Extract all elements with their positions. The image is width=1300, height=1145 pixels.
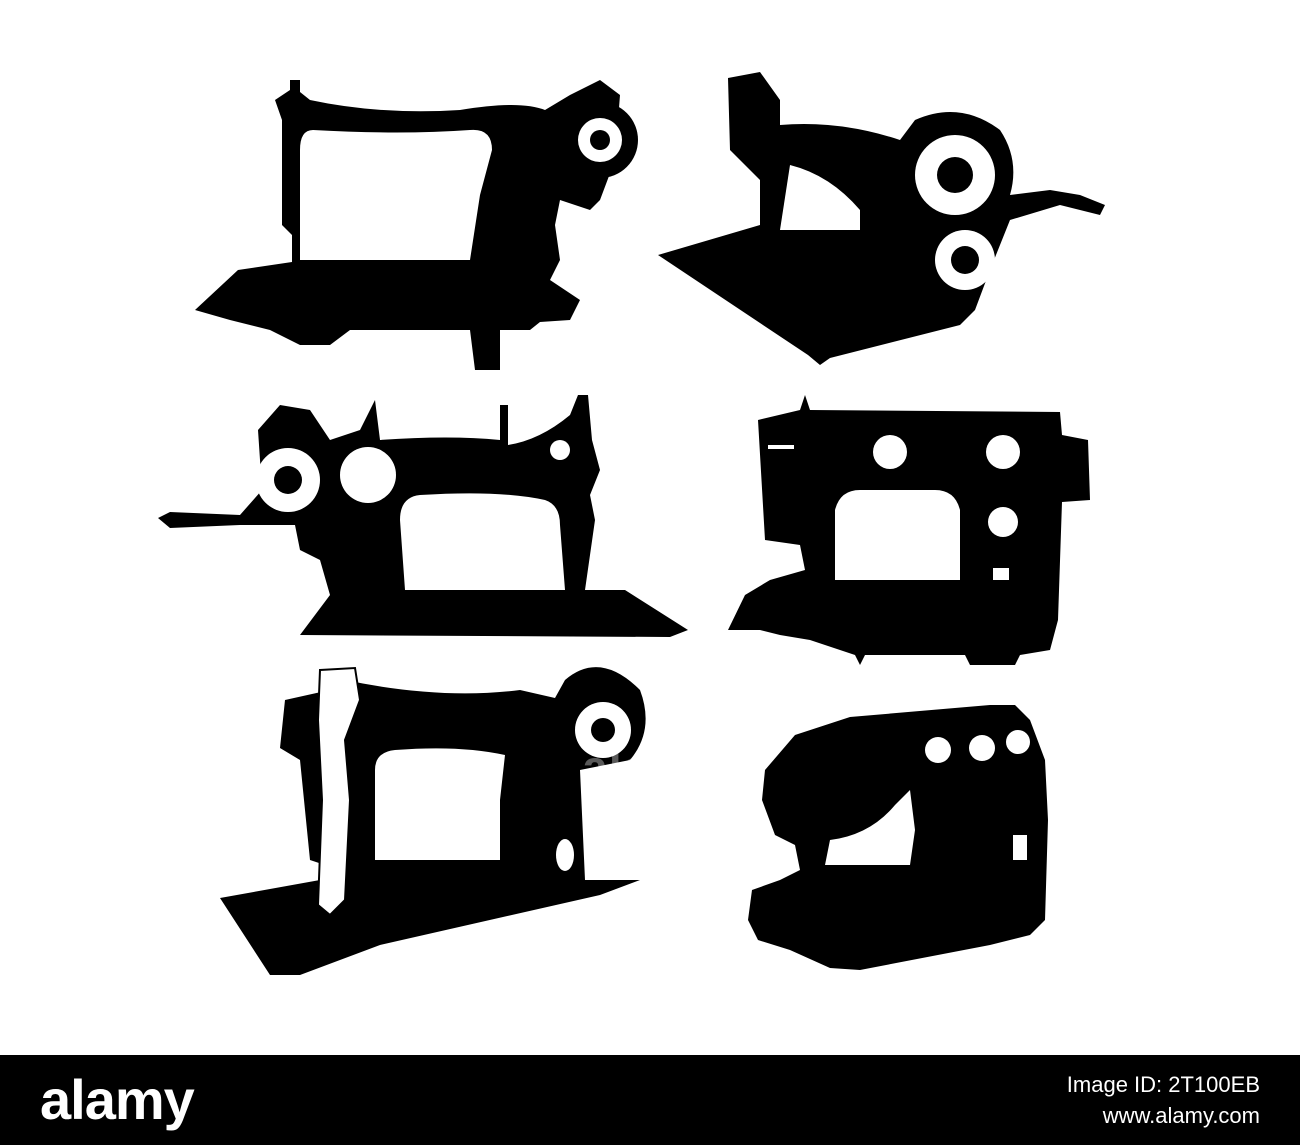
image-id-label: Image ID: 2T100EB xyxy=(1066,1072,1260,1097)
footer-bar: alamy Image ID: 2T100EB www.alamy.com xyxy=(0,1055,1300,1145)
site-link[interactable]: www.alamy.com xyxy=(1102,1103,1260,1128)
footer-meta: Image ID: 2T100EB www.alamy.com xyxy=(1067,1069,1260,1131)
sewing-machine-silhouettes xyxy=(158,72,1105,975)
sewing-machine-1-silhouette xyxy=(195,80,638,370)
sewing-machine-5-silhouette xyxy=(220,666,646,975)
sewing-machine-6-silhouette xyxy=(748,705,1048,970)
sewing-machine-2-silhouette xyxy=(658,72,1105,365)
sewing-machine-4-silhouette xyxy=(728,395,1090,665)
footer-logo[interactable]: alamy xyxy=(40,1068,195,1131)
sewing-machine-3-silhouette xyxy=(158,395,688,637)
